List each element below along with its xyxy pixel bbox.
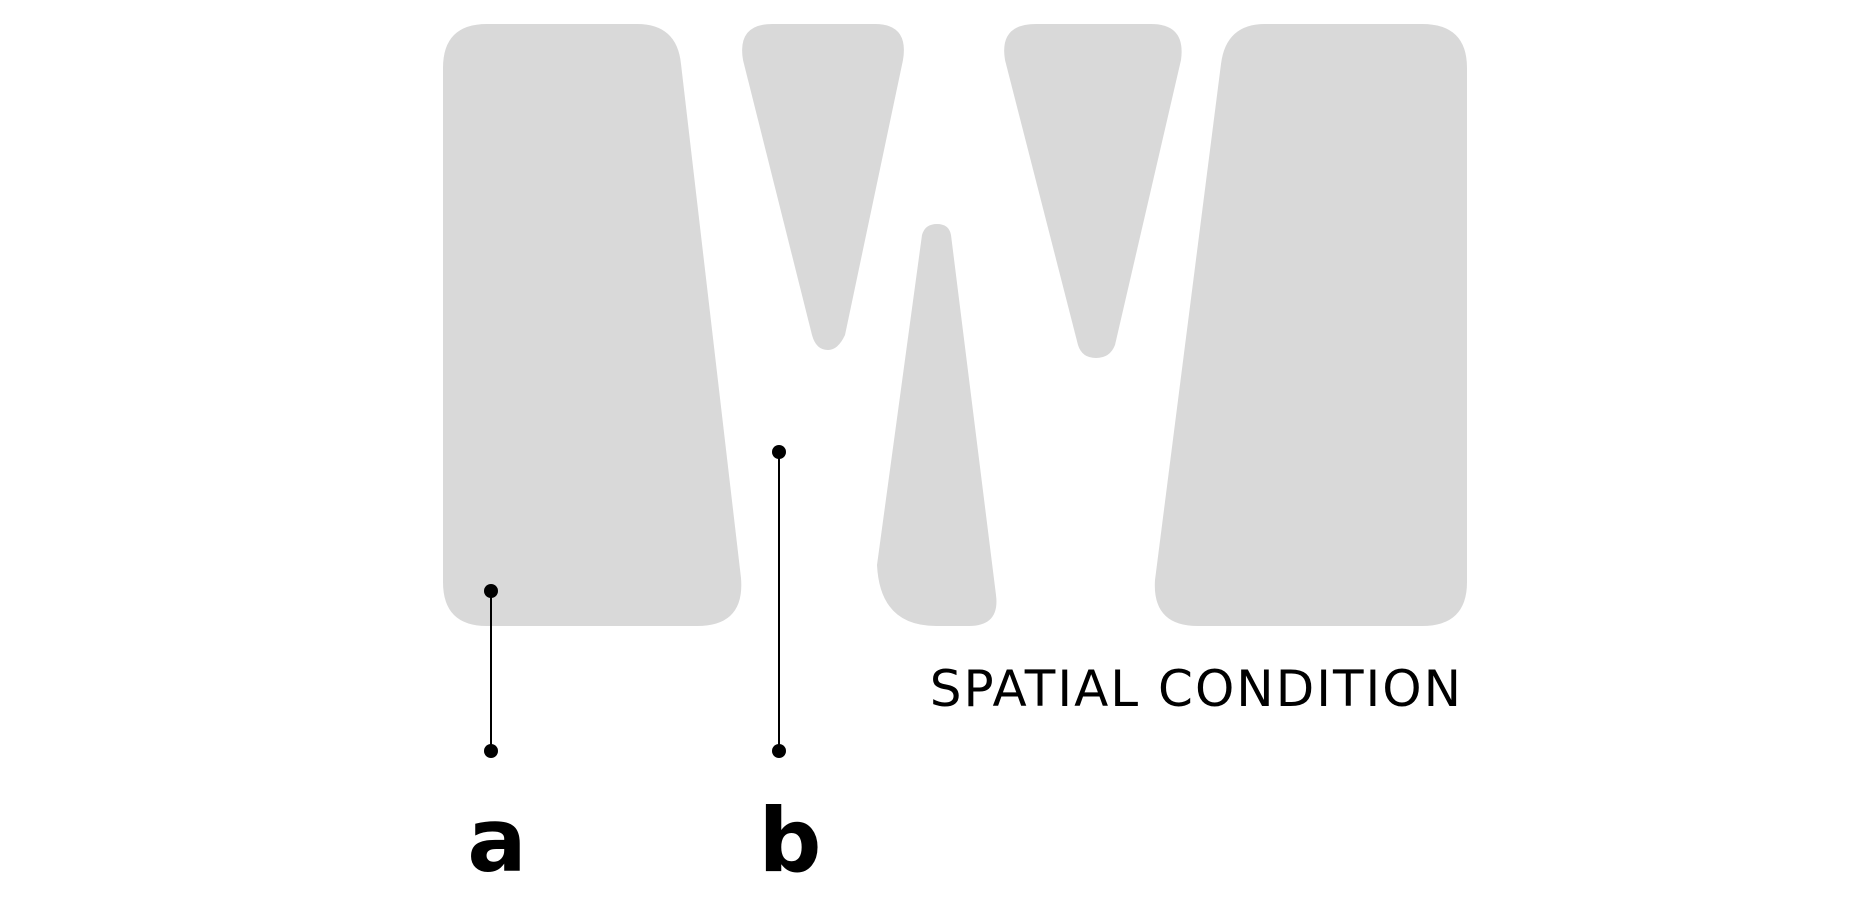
marker-a-label: a <box>467 789 526 892</box>
upper-left-wedge <box>742 24 904 350</box>
marker-a-bottom-dot <box>484 744 498 758</box>
left-block <box>443 24 742 626</box>
spatial-condition-caption: SPATIAL CONDITION <box>930 660 1463 718</box>
marker-a-top-dot <box>484 584 498 598</box>
marker-b-label: b <box>759 789 822 892</box>
right-block <box>1154 24 1467 626</box>
center-wedge <box>877 224 997 626</box>
upper-right-wedge <box>1004 24 1182 358</box>
marker-a: a <box>467 584 527 892</box>
marker-b-bottom-dot <box>772 744 786 758</box>
marker-b: b <box>759 445 822 892</box>
marker-b-top-dot <box>772 445 786 459</box>
